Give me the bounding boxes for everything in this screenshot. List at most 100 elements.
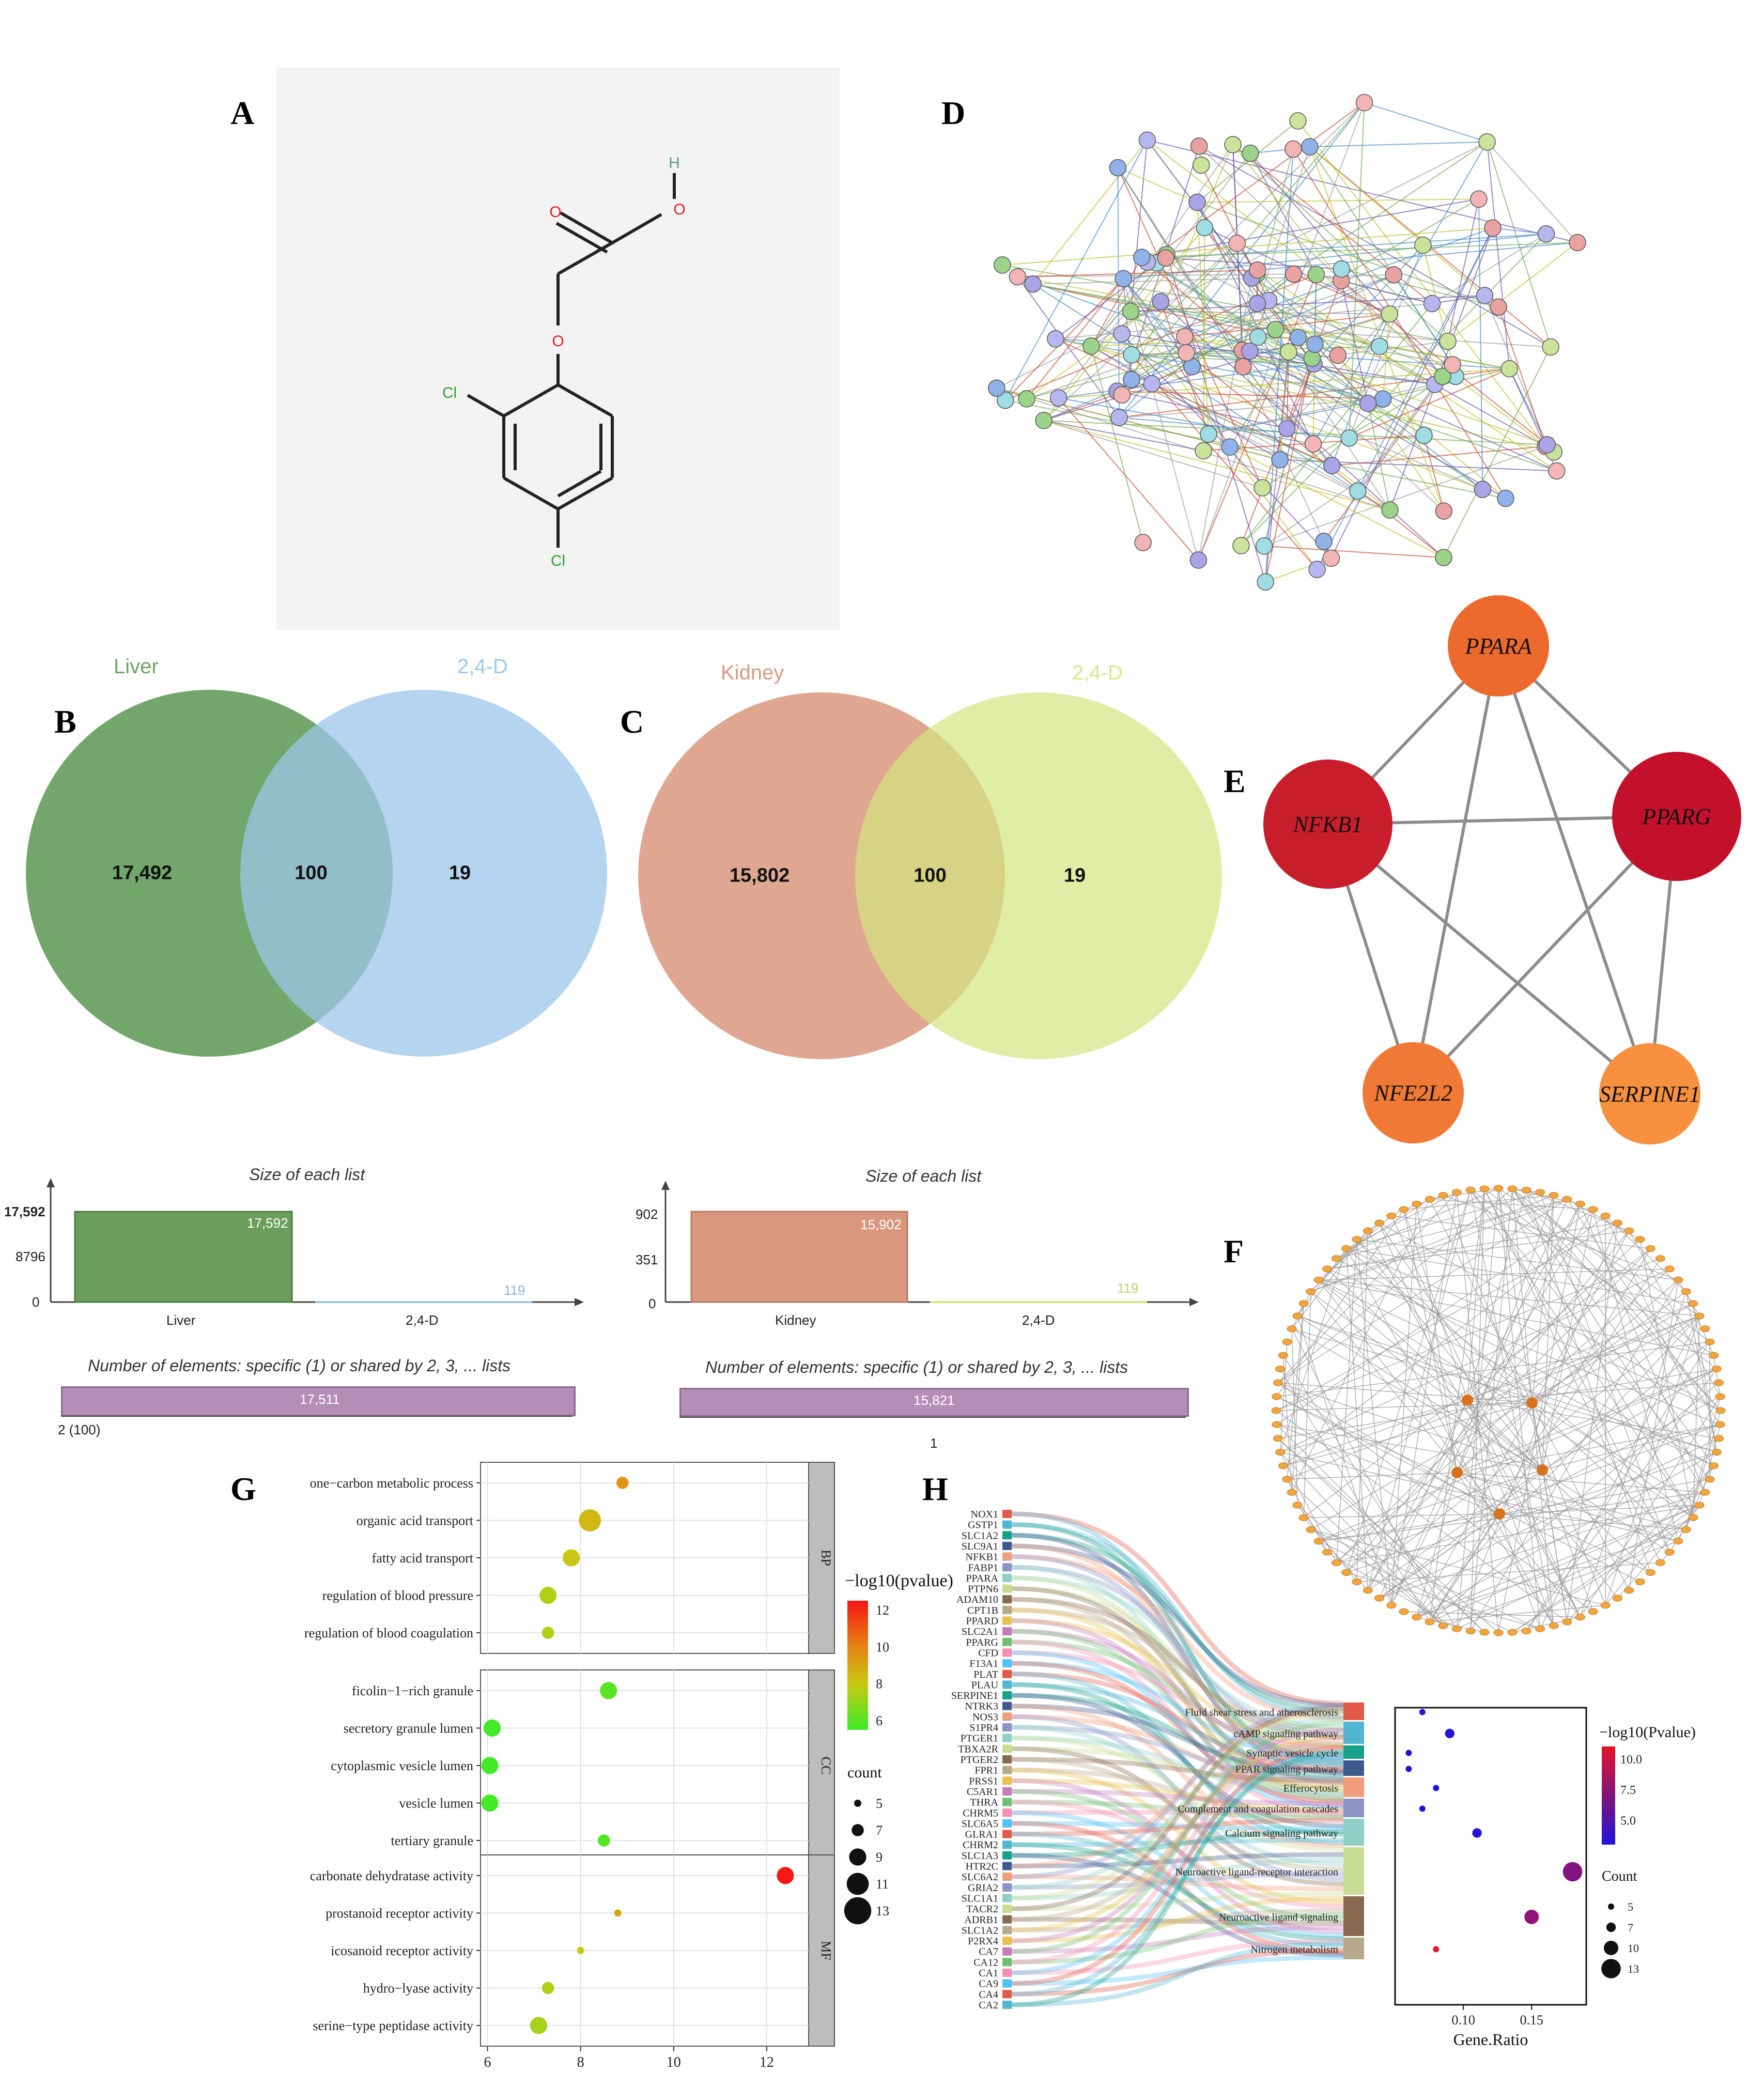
- circular-network-node: [1438, 1622, 1448, 1629]
- go-legend-size-tick: 9: [876, 1850, 883, 1865]
- kegg-legend-size-dot: [1608, 1904, 1614, 1910]
- kegg-enrichment-chart: NOX1GSTP1SLC1A2SLC9A1NFKB1FABP1PPARAPTPN…: [951, 1509, 1696, 2049]
- circular-network-node: [1715, 1421, 1725, 1428]
- circular-network-node: [1374, 1219, 1385, 1227]
- ppi-node: [1307, 266, 1325, 284]
- kegg-gene-box: [1002, 1830, 1012, 1838]
- ppi-node: [1123, 346, 1140, 364]
- go-legend-size-dot: [844, 1897, 872, 1925]
- ppi-node: [1224, 136, 1242, 153]
- ppi-node: [1355, 94, 1373, 112]
- circular-network-node: [1549, 1622, 1559, 1629]
- ppi-node: [1190, 137, 1208, 155]
- hub-node-ppara-label: PPARA: [1465, 633, 1533, 659]
- ppi-node: [1133, 249, 1151, 266]
- circular-network-node: [1451, 1625, 1462, 1632]
- kegg-legend-color-tick: 7.5: [1620, 1784, 1636, 1797]
- kegg-gene-box: [1002, 1691, 1012, 1700]
- ppi-node: [1018, 390, 1035, 408]
- go-point: [614, 1909, 622, 1917]
- size-kidney-ytick-max: 902: [636, 1206, 658, 1222]
- circular-network-node: [1562, 1618, 1572, 1626]
- circular-network-node: [1673, 1538, 1683, 1545]
- circular-network-node: [1493, 1629, 1504, 1636]
- go-facet-label: CC: [818, 1757, 833, 1775]
- circular-network-node: [1664, 1265, 1675, 1273]
- ppi-node: [1115, 270, 1132, 288]
- go-legend-size-tick: 5: [876, 1796, 883, 1811]
- circular-network-node: [1588, 1206, 1598, 1213]
- go-facet-label: BP: [818, 1550, 833, 1566]
- ppi-node: [1435, 502, 1453, 520]
- panel-label-a: A: [230, 95, 255, 131]
- kegg-legend-size-tick: 5: [1628, 1900, 1633, 1913]
- go-legend-size-tick: 13: [876, 1904, 889, 1918]
- kegg-gene-box: [1002, 1573, 1012, 1582]
- ppi-node: [1196, 219, 1214, 237]
- ppi-node: [1249, 328, 1267, 346]
- kegg-pathway-label: Nitrogen metabolism: [1251, 1944, 1339, 1956]
- size-liver-value-liver: 17,592: [247, 1215, 288, 1231]
- ppi-node: [1476, 287, 1494, 304]
- circular-network-node: [1714, 1435, 1724, 1442]
- go-term-label: carbonate dehydratase activity: [310, 1868, 473, 1883]
- ppi-node: [1484, 219, 1502, 237]
- size-liver-ytick-mid: 8796: [16, 1249, 45, 1264]
- ppi-node: [994, 256, 1011, 274]
- kegg-gene-box: [1002, 1776, 1012, 1785]
- go-term-label: ficolin−1−rich granule: [352, 1683, 473, 1698]
- size-liver-ytick-zero: 0: [32, 1294, 40, 1310]
- go-term-label: fatty acid transport: [372, 1551, 474, 1566]
- kegg-gene-label: C5AR1: [967, 1786, 998, 1798]
- kegg-legend-size-dot: [1601, 1959, 1621, 1978]
- go-term-label: tertiary granule: [391, 1833, 473, 1848]
- ppi-node: [1189, 551, 1208, 569]
- circular-network-node: [1575, 1614, 1585, 1621]
- atom-o-carbonyl: O: [549, 204, 561, 221]
- ppi-node: [1414, 236, 1432, 254]
- circular-network-node: [1711, 1365, 1722, 1372]
- kegg-gene-label: SLC1A2: [962, 1530, 998, 1541]
- go-point: [579, 1509, 601, 1531]
- ppi-node: [1500, 360, 1518, 378]
- ppi-node: [1474, 481, 1492, 498]
- ppi-node: [1434, 367, 1451, 385]
- ppi-node: [1497, 489, 1514, 507]
- circular-network-node: [1386, 1602, 1397, 1609]
- go-term-label: regulation of blood coagulation: [304, 1626, 473, 1641]
- size-liver-value-24d: 119: [504, 1282, 525, 1298]
- kegg-gene-label: SLC6A5: [962, 1818, 998, 1830]
- go-point: [563, 1549, 580, 1567]
- ppi-node: [1192, 156, 1210, 174]
- circular-network-node: [1664, 1549, 1675, 1556]
- atom-cl-ortho: Cl: [442, 384, 457, 401]
- circular-network-hub: [1451, 1467, 1463, 1478]
- kegg-point: [1433, 1785, 1440, 1791]
- circular-network-node: [1273, 1435, 1283, 1442]
- venn-kidney-shared: 100: [914, 864, 947, 887]
- hub-network: PPARA NFKB1 PPARG NFE2L2 SERPINE1: [1263, 595, 1741, 1144]
- circular-network-node: [1292, 1502, 1303, 1509]
- go-legend-colorbar: [847, 1601, 868, 1730]
- kegg-pathway-label: PPAR signaling pathway: [1235, 1764, 1338, 1775]
- kegg-pathway-label: Synaptic vesicle cycle: [1246, 1748, 1338, 1759]
- kegg-gene-label: PRSS1: [969, 1775, 998, 1787]
- ppi-node: [1232, 537, 1250, 554]
- go-x-tick: 8: [577, 2054, 584, 2070]
- go-legend-size-dot: [852, 1824, 864, 1836]
- ppi-node: [1435, 549, 1452, 566]
- ppi-node: [1143, 375, 1161, 393]
- size-liver-ytick-max: 17,592: [4, 1204, 45, 1219]
- ppi-node: [1047, 330, 1064, 348]
- kegg-gene-box: [1002, 1627, 1012, 1636]
- kegg-gene-label: SLC2A1: [962, 1626, 998, 1637]
- hub-node-nfkb1: NFKB1: [1263, 760, 1392, 889]
- size-liver-footer-axis: [61, 1416, 572, 1417]
- kegg-gene-label: CA9: [979, 1978, 998, 1990]
- kegg-gene-box: [1002, 1744, 1012, 1753]
- ppi-node: [1381, 501, 1399, 519]
- size-kidney-bar-kidney: [690, 1211, 908, 1303]
